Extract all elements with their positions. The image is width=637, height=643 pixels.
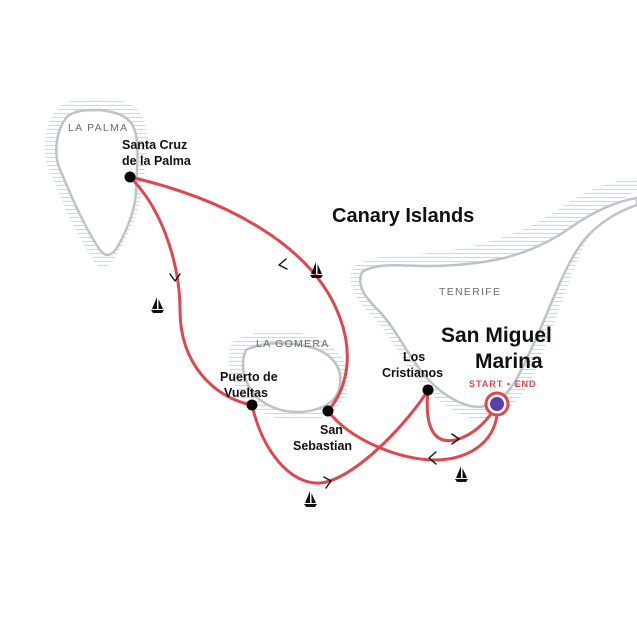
- route-marina-to-san-sebastian: [326, 402, 499, 462]
- route-santa-cruz-to-puerto: [128, 175, 254, 407]
- port-dot-san-sebastian: [322, 405, 334, 417]
- sailboat-icon: [151, 297, 164, 313]
- la-palma-coastline: [55, 108, 139, 257]
- chevron-arrow-icon: [278, 258, 288, 270]
- marina-label-line1: San Miguel: [441, 324, 552, 347]
- chevron-arrow-icon: [428, 451, 437, 465]
- region-title: Canary Islands: [332, 205, 474, 227]
- route-puerto-to-los-cristianos: [250, 388, 430, 485]
- port-label-santa-cruz-2: de la Palma: [122, 154, 192, 168]
- port-label-puerto-1: Puerto de: [220, 370, 278, 384]
- island-label-la-palma: LA PALMA: [68, 122, 128, 134]
- chevron-arrow-icon: [323, 476, 332, 489]
- port-label-santa-cruz-1: Santa Cruz: [122, 138, 187, 152]
- chevron-arrow-icon: [169, 273, 181, 282]
- sailboat-icons: [151, 262, 468, 507]
- la-palma-island: [44, 97, 147, 268]
- port-label-san-sebastian-1: San: [320, 423, 343, 437]
- port-label-puerto-2: Vueltas: [224, 386, 268, 400]
- port-label-san-sebastian-2: Sebastian: [293, 439, 352, 453]
- tenerife-island: [350, 178, 637, 420]
- sailboat-icon: [304, 491, 317, 507]
- chevron-arrow-icon: [451, 433, 460, 445]
- sailboat-icon: [455, 466, 468, 482]
- sailboat-icon: [310, 262, 323, 278]
- route-los-cristianos-to-marina: [425, 388, 499, 443]
- port-label-los-cristianos-2: Cristianos: [382, 366, 443, 380]
- port-dot-los-cristianos: [422, 384, 434, 396]
- port-label-los-cristianos-1: Los: [403, 350, 425, 364]
- port-markers: [124, 171, 434, 417]
- port-dot-puerto-de-vueltas: [246, 399, 258, 411]
- island-label-la-gomera: LA GOMERA: [256, 338, 330, 350]
- sailing-routes: [128, 175, 499, 485]
- start-end-label: START • END: [469, 379, 536, 389]
- la-gomera-coastline: [241, 342, 342, 414]
- route-arrows: [169, 258, 460, 489]
- island-label-tenerife: TENERIFE: [439, 286, 501, 298]
- marina-marker: [484, 391, 510, 417]
- marina-label-line2: Marina: [475, 350, 543, 373]
- tenerife-coastline: [359, 196, 637, 409]
- la-gomera-island: [228, 330, 349, 422]
- route-san-sebastian-to-santa-cruz: [128, 175, 349, 413]
- port-dot-santa-cruz: [124, 171, 136, 183]
